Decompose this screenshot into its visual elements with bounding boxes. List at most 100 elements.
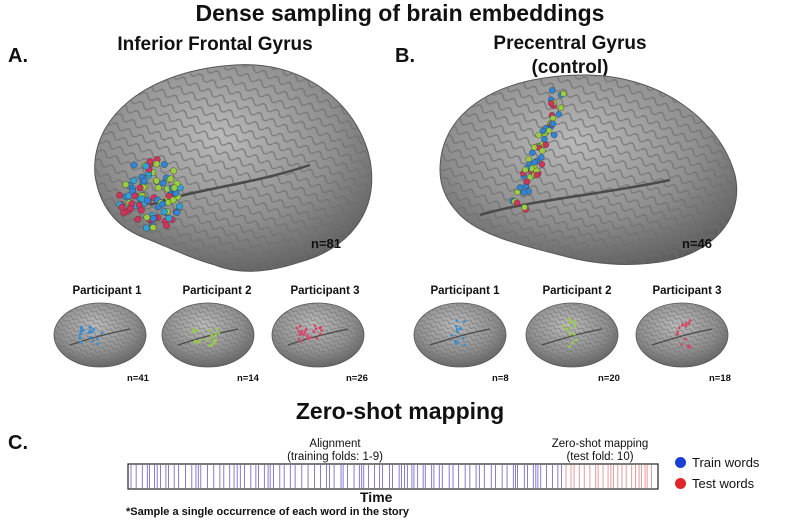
electrode-dot [120,209,128,217]
electrode-dot [525,155,532,163]
electrode-dot [569,326,573,329]
electrode-dot [89,329,93,332]
electrode-dot [173,209,181,216]
electrode-dot [170,184,178,192]
electrode-dot [154,184,162,192]
electrode-dot [549,87,556,94]
electrode-dot [557,104,565,112]
electrode-dot [79,341,83,344]
electrode-dot [298,324,302,328]
alignment-label-line2: (training folds: 1-9) [287,451,383,463]
timeline-box [127,463,659,490]
panel-b-participant-3-label: Participant 3 [652,285,722,297]
electrode-dot [134,215,142,223]
electrode-dot [159,179,167,187]
electrode-dot [160,161,168,168]
electrode-dot [92,328,96,331]
electrode-dot [91,339,95,343]
electrode-dot [130,161,138,169]
electrode-dot [138,195,146,203]
alignment-label: Alignment (training folds: 1-9) [240,438,430,464]
train-lines [130,465,563,488]
electrode-dot [303,330,307,334]
electrode-dot [571,341,574,345]
electrode-dot [688,319,692,323]
electrode-dot [143,197,151,204]
test-dot-icon [675,478,686,489]
electrode-dot [306,337,310,340]
participant-brain [413,302,507,368]
electrode-dot [208,337,212,340]
panel-b-participant-2-n: n=20 [598,373,620,384]
electrode-dot [533,171,540,179]
legend-train: Train words [675,455,759,470]
electrode-dot [545,127,553,134]
electrode-dot [454,342,458,346]
electrode-dot [176,202,183,210]
electrode-dot [684,322,688,325]
electrode-dot [210,333,214,337]
footnote: *Sample a single occurrence of each word… [126,506,410,518]
zeroshot-label-line2: (test fold: 10) [566,451,634,463]
electrodes-a [116,156,184,232]
electrode-dot [529,149,536,157]
electrode-dot [153,160,161,168]
electrode-dot [167,175,175,183]
electrode-dot [461,336,465,340]
electrode-dot [195,329,199,332]
electrode-dot [142,224,150,232]
panel-a-n-total: n=81 [311,236,341,251]
electrode-dot [521,204,528,211]
electrode-dot [513,199,521,207]
electrode-dot [319,332,322,336]
participant-brain [161,302,255,368]
electrode-dot [562,324,565,328]
participant-brain [635,302,729,368]
electrode-dot [149,214,157,222]
electrode-dot [455,328,459,331]
panel-b-participant-2-label: Participant 2 [542,285,612,297]
electrode-dot [574,338,578,342]
electrode-dot [80,329,83,333]
electrode-dot [122,181,130,189]
electrode-dot [169,196,177,204]
electrode-dot [573,323,577,327]
electrode-dot [212,338,216,342]
electrode-dot [96,342,99,346]
electrode-dot [564,327,568,331]
electrode-dot [170,167,178,175]
electrode-dot [314,327,318,331]
electrode-dot [149,224,157,231]
electrode-dot [680,343,684,346]
electrode-dot [313,324,317,328]
electrode-dot [538,161,546,168]
electrode-dot [212,335,216,338]
electrode-dot [320,329,323,332]
electrode-dot [686,345,690,349]
zeroshot-label-line1: Zero-shot mapping [551,438,649,450]
panel-b-participant-3-n: n=18 [709,373,731,384]
electrode-dot [137,206,145,214]
electrode-dot [194,339,197,343]
electrode-dot [539,147,546,155]
electrode-dot [463,320,466,323]
electrode-dot [312,330,316,334]
electrode-dot [568,320,572,324]
electrode-dot [572,332,576,336]
electrode-dot [555,111,562,118]
panel-a-participant-2-n: n=14 [237,373,259,384]
electrode-dot [560,90,567,98]
electrode-dot [455,319,459,323]
electrode-dot [450,333,454,337]
train-dot-icon [675,457,686,468]
electrode-dot [300,329,304,333]
panel-a-participant-3-label: Participant 3 [290,285,360,297]
electrode-dot [539,127,547,135]
electrode-dot [456,330,459,334]
electrode-dot [458,327,462,331]
electrode-dot [531,144,538,151]
panel-b-letter: B. [395,45,415,67]
electrode-dot [677,326,681,330]
electrode-dot [551,131,558,139]
